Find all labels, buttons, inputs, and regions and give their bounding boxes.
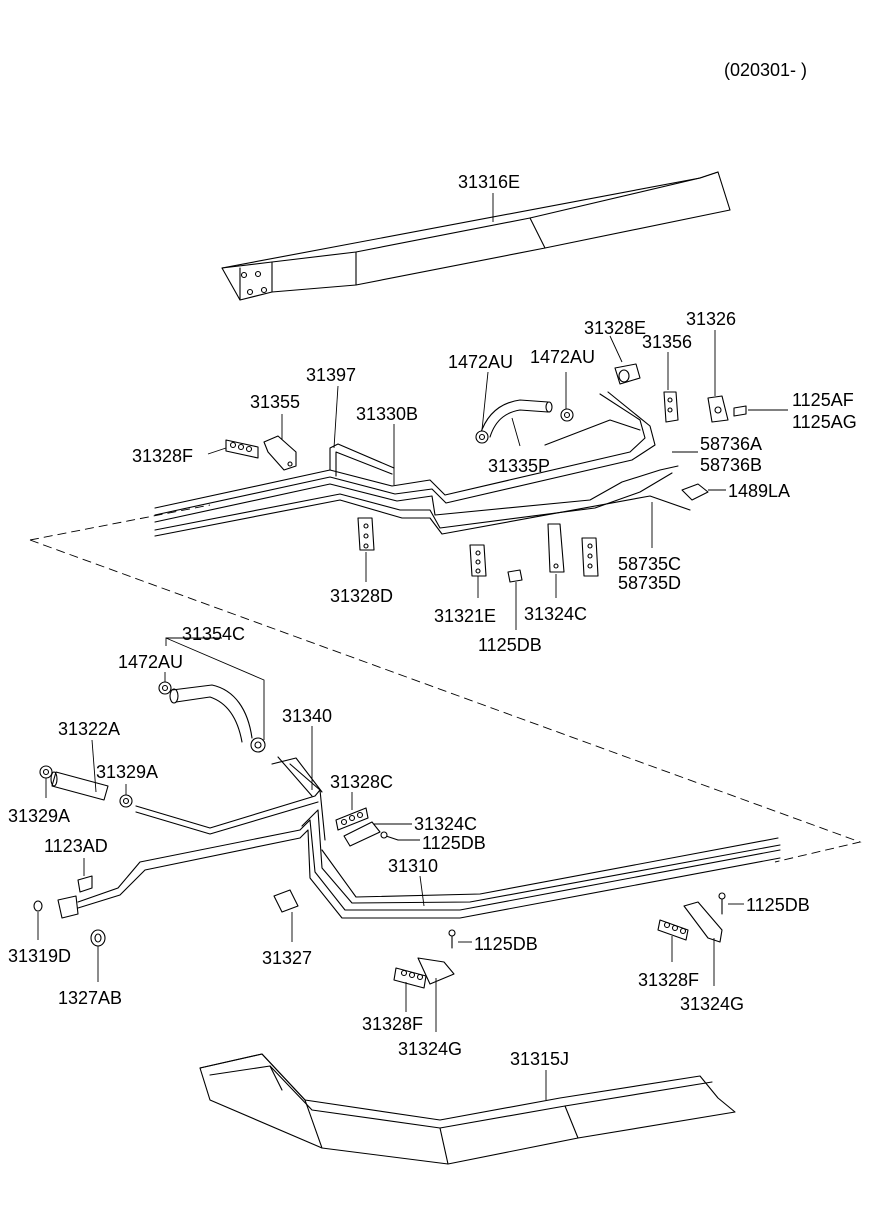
label-58736B: 58736B (700, 455, 762, 475)
label-31324G-b: 31324G (398, 1039, 462, 1059)
label-31326: 31326 (686, 309, 736, 329)
filter-31319D (33, 900, 43, 912)
fuel-lines-lower (77, 756, 781, 919)
label-31319D: 31319D (8, 946, 71, 966)
label-31328F-a: 31328F (132, 446, 193, 466)
label-31322A: 31322A (58, 719, 120, 739)
label-31328E: 31328E (584, 318, 646, 338)
label-31329A-b: 31329A (96, 762, 158, 782)
clamp-1472AU-lower (158, 681, 172, 695)
bracket-31326 (707, 395, 729, 423)
clamp-1472AU-upper-right (560, 408, 574, 422)
fitting-end (57, 895, 79, 919)
bracket-31355 (263, 435, 297, 471)
clamp-31329A-left (39, 765, 53, 779)
label-1125DB-d: 1125DB (474, 934, 538, 954)
label-31328D: 31328D (330, 586, 393, 606)
clip-31328C (335, 807, 369, 831)
clamp-hose-end (250, 737, 266, 753)
label-31328F-b: 31328F (638, 970, 699, 990)
clamp-1472AU-upper-left (475, 430, 489, 444)
bolt-1125DB-right (718, 892, 726, 915)
label-1123AD: 1123AD (44, 836, 108, 856)
label-1125DB-c: 1125DB (746, 895, 810, 915)
hose-31322A (50, 771, 109, 801)
label-1472AU-c: 1472AU (118, 652, 183, 672)
fuel-lines-upper (154, 391, 691, 537)
diagram-code: (020301- ) (724, 60, 807, 80)
fitting-1123AD (77, 875, 93, 893)
bolt-1125DB-center (448, 929, 456, 949)
clip-31321E (469, 544, 487, 577)
bracket-31324C-upper (547, 523, 565, 573)
clip-31328D (357, 517, 375, 551)
frame-rail-upper (221, 171, 731, 301)
label-1472AU-a: 1472AU (448, 352, 513, 372)
label-31315J: 31315J (510, 1049, 569, 1069)
bolt-1125DB-upper (507, 569, 523, 583)
label-31397: 31397 (306, 365, 356, 385)
part-labels: (020301- ) 31316E 31328E 31326 31356 147… (8, 60, 857, 1069)
frame-rail-lower (199, 1053, 736, 1165)
tube-31340 (271, 757, 323, 793)
label-1489LA: 1489LA (728, 481, 790, 501)
label-31316E: 31316E (458, 172, 520, 192)
label-31324G-a: 31324G (680, 994, 744, 1014)
label-1125AG: 1125AG (792, 412, 857, 432)
clip-1489LA (681, 483, 709, 501)
label-58736A: 58736A (700, 434, 762, 454)
bracket-31327 (273, 889, 299, 913)
label-31324C-a: 31324C (524, 604, 587, 624)
hose-31354C (169, 684, 253, 743)
label-31340: 31340 (282, 706, 332, 726)
clip-31328-upper-right (581, 537, 599, 577)
bracket-31324C-lower (343, 821, 381, 847)
leader-lines (37, 193, 788, 1100)
label-31310: 31310 (388, 856, 438, 876)
bolt-1125DB-mid (380, 831, 399, 841)
hose-31335P (479, 399, 553, 438)
label-1472AU-b: 1472AU (530, 347, 595, 367)
label-31355: 31355 (250, 392, 300, 412)
label-31327: 31327 (262, 948, 312, 968)
bracket-31324G-lower-left (417, 957, 455, 985)
bolt-1125AF (733, 405, 747, 417)
clip-31328E (614, 363, 641, 385)
label-1125AF: 1125AF (792, 390, 854, 410)
label-1327AB: 1327AB (58, 988, 122, 1008)
label-31328C: 31328C (330, 772, 393, 792)
clamp-31329A-right (119, 794, 133, 808)
label-58735C: 58735C (618, 554, 681, 574)
label-31330B: 31330B (356, 404, 418, 424)
label-31328F-c: 31328F (362, 1014, 423, 1034)
label-31324C-b: 31324C (414, 814, 477, 834)
bracket-31324G-lower-right (683, 901, 723, 943)
label-31321E: 31321E (434, 606, 496, 626)
clip-31328F-lower-left (393, 967, 427, 989)
clip-31328F-lower-right (657, 919, 689, 941)
label-31329A-a: 31329A (8, 806, 70, 826)
label-1125DB-b: 1125DB (422, 833, 486, 853)
label-31335P: 31335P (488, 456, 550, 476)
label-1125DB-a: 1125DB (478, 635, 542, 655)
label-31356: 31356 (642, 332, 692, 352)
grommet-1327AB (90, 929, 106, 947)
clip-31356 (663, 391, 679, 423)
label-58735D: 58735D (618, 573, 681, 593)
label-31354C: 31354C (182, 624, 245, 644)
clip-31328F-upper (225, 439, 259, 459)
assembly-boundary (29, 504, 862, 863)
